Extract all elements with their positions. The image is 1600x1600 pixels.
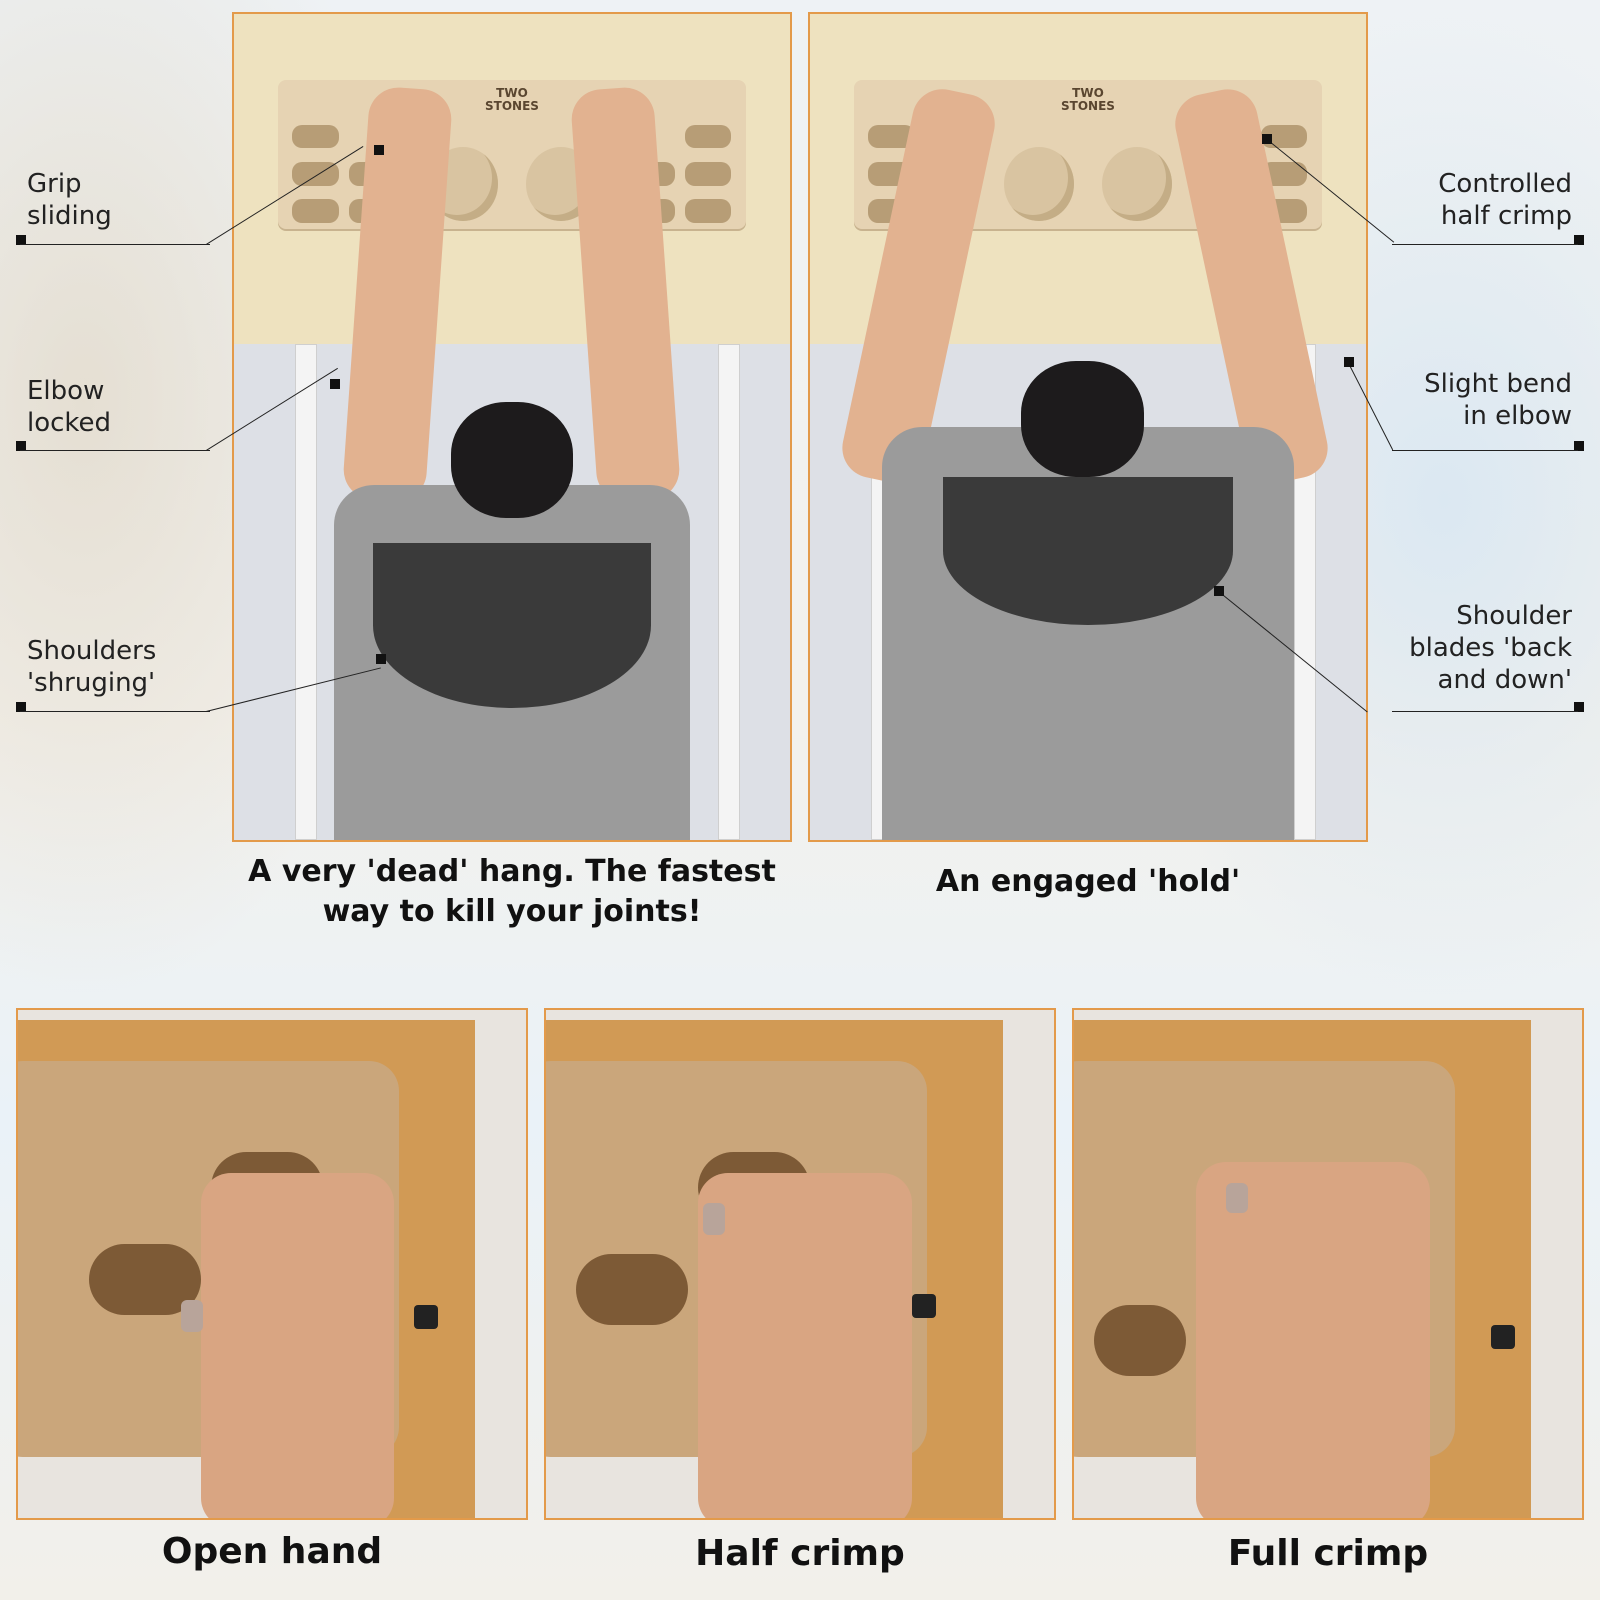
label-controlled-half-crimp: Controlled half crimp bbox=[1438, 169, 1572, 231]
label-slight-bend-elbow: Slight bend in elbow bbox=[1424, 369, 1572, 431]
brand-logo: TWO STONES bbox=[456, 83, 568, 125]
caption-open-hand: Open hand bbox=[161, 1531, 383, 1572]
marker-shoulders-right-end bbox=[1214, 586, 1224, 596]
marker-elbow-right-end bbox=[1344, 357, 1354, 367]
marker-shoulders-right bbox=[1574, 702, 1584, 712]
marker-elbow-left bbox=[16, 441, 26, 451]
hand bbox=[200, 1172, 394, 1518]
caption-full-crimp: Full crimp bbox=[1227, 1533, 1429, 1574]
brand-logo: TWO STONES bbox=[1032, 83, 1144, 125]
leader-grip-left bbox=[20, 244, 210, 245]
label-shoulders-shruging: Shoulders 'shruging' bbox=[27, 636, 157, 698]
half-crimp-photo bbox=[544, 1008, 1056, 1520]
label-grip-sliding: Grip sliding bbox=[27, 169, 112, 231]
marker-shoulders-left-end bbox=[376, 654, 386, 664]
label-shoulder-blades: Shoulder blades 'back and down' bbox=[1409, 601, 1572, 695]
shirt-yoke bbox=[373, 542, 651, 708]
brand-logo-line1: TWO bbox=[1072, 86, 1104, 101]
marker-grip-right-end bbox=[1262, 134, 1272, 144]
marker-grip-left-end bbox=[374, 145, 384, 155]
label-elbow-locked: Elbow locked bbox=[27, 376, 112, 438]
hand bbox=[1195, 1162, 1430, 1518]
dead-hang-photo: TWO STONES bbox=[232, 12, 792, 842]
head bbox=[1021, 360, 1144, 477]
caption-half-crimp: Half crimp bbox=[695, 1533, 905, 1574]
marker-shoulders-left bbox=[16, 702, 26, 712]
shirt-yoke bbox=[943, 476, 1233, 626]
open-hand-photo bbox=[16, 1008, 528, 1520]
caption-engaged-hold: An engaged 'hold' bbox=[935, 864, 1241, 899]
brand-logo-line2: STONES bbox=[1061, 99, 1115, 114]
head bbox=[450, 402, 574, 518]
brand-logo-line2: STONES bbox=[485, 99, 539, 114]
marker-grip-right bbox=[1574, 235, 1584, 245]
marker-elbow-left-end bbox=[330, 379, 340, 389]
hangboard: TWO STONES bbox=[278, 80, 746, 229]
hand bbox=[698, 1172, 912, 1518]
marker-elbow-right bbox=[1574, 441, 1584, 451]
marker-grip-left bbox=[16, 235, 26, 245]
full-crimp-photo bbox=[1072, 1008, 1584, 1520]
brand-logo-line1: TWO bbox=[496, 86, 528, 101]
caption-dead-hang: A very 'dead' hang. The fastest way to k… bbox=[248, 854, 776, 929]
engaged-hold-photo: TWO STONES bbox=[808, 12, 1368, 842]
